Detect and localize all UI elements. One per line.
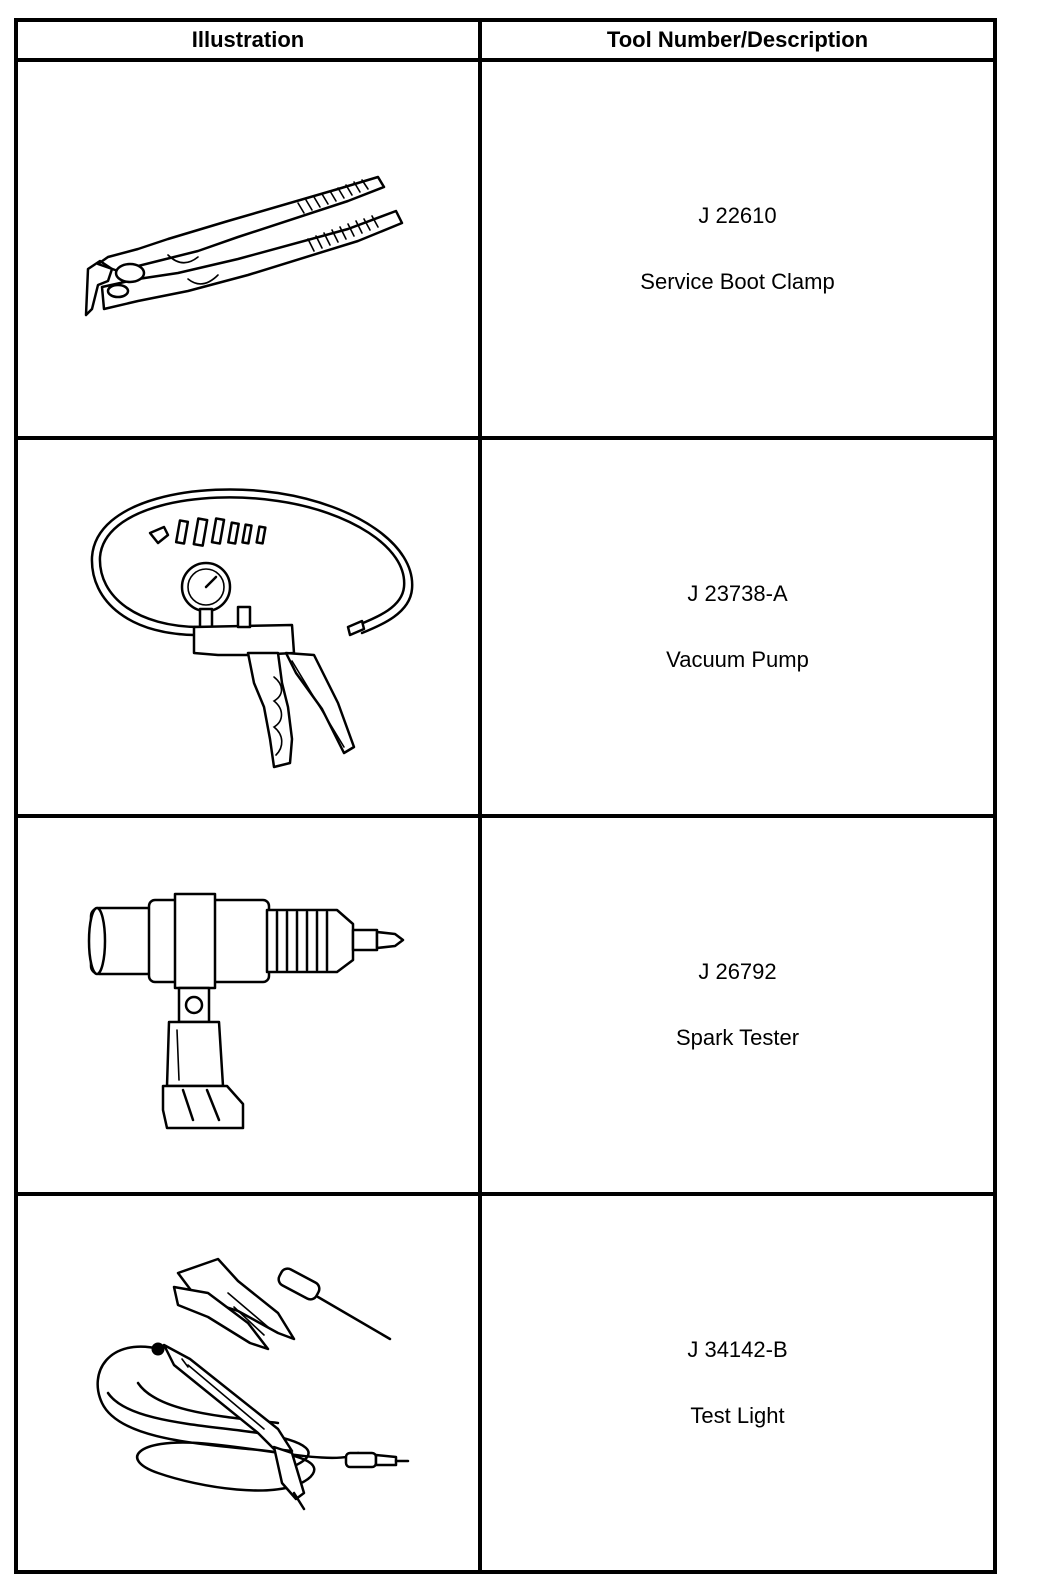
table-header-row: Illustration Tool Number/Description xyxy=(14,18,997,62)
boot-clamp-pliers-icon xyxy=(84,175,404,317)
tool-description-cell: J 26792 Spark Tester xyxy=(478,814,997,1196)
table-row: J 22610 Service Boot Clamp xyxy=(14,58,997,440)
tool-description-cell: J 23738-A Vacuum Pump xyxy=(478,436,997,818)
tool-description: Spark Tester xyxy=(675,1025,800,1050)
table-row: J 23738-A Vacuum Pump xyxy=(14,436,997,818)
tool-number: J 23738-A xyxy=(687,581,788,606)
illustration-column-header: Illustration xyxy=(14,18,482,62)
tool-description-cell: J 22610 Service Boot Clamp xyxy=(478,58,997,440)
illustration-cell xyxy=(14,814,482,1196)
tool-number: J 22610 xyxy=(698,203,777,228)
tool-description: Service Boot Clamp xyxy=(640,269,835,294)
illustration-cell xyxy=(14,1192,482,1574)
vacuum-pump-icon xyxy=(90,488,414,769)
tool-description-cell: J 34142-B Test Light xyxy=(478,1192,997,1574)
table-row: J 26792 Spark Tester xyxy=(14,814,997,1196)
table-row: J 34142-B Test Light xyxy=(14,1192,997,1574)
special-tools-table: Illustration Tool Number/Description xyxy=(14,18,997,1574)
illustration-cell xyxy=(14,436,482,818)
tool-number: J 34142-B xyxy=(687,1337,788,1362)
spark-tester-icon xyxy=(87,892,405,1130)
tool-description: Test Light xyxy=(690,1403,785,1428)
tool-number: J 26792 xyxy=(698,959,777,984)
illustration-cell xyxy=(14,58,482,440)
tool-description: Vacuum Pump xyxy=(666,647,809,672)
tool-column-header: Tool Number/Description xyxy=(478,18,997,62)
test-light-icon xyxy=(96,1257,410,1511)
